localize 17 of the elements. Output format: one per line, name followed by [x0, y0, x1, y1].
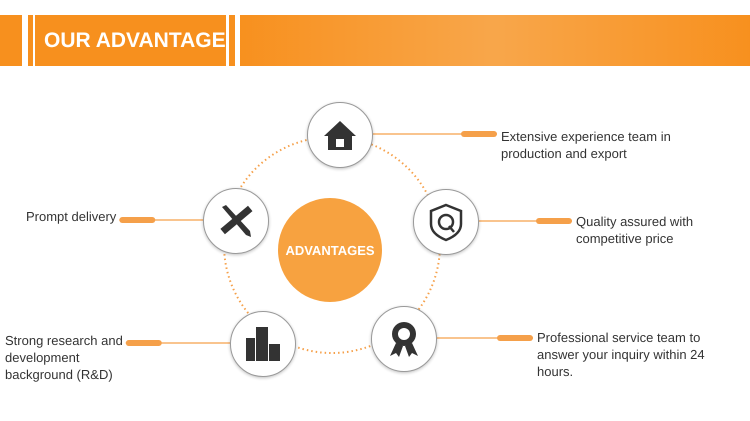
icon-circle: [230, 311, 296, 377]
leader-line: [437, 335, 533, 341]
leader-line: [373, 131, 497, 137]
center-circle: ADVANTAGES: [278, 198, 382, 302]
title: OUR ADVANTAGE: [44, 29, 226, 53]
leader-line: [126, 340, 230, 346]
icon-circle: [371, 306, 437, 372]
advantage-text: Professional service team to answer your inquiry within 24 hours.: [537, 329, 737, 380]
leader-line: [119, 217, 203, 223]
advantage-text: Extensive experience team in production and export: [501, 128, 726, 162]
leader-line: [479, 218, 572, 224]
advantage-text: Strong research and development background (R&D): [5, 332, 135, 383]
icon-circle: [203, 188, 269, 254]
icon-circle: [307, 102, 373, 168]
icon-circle: [413, 189, 479, 255]
advantage-text: Quality assured with competitive price: [576, 213, 726, 247]
advantage-text: Prompt delivery: [26, 208, 126, 225]
